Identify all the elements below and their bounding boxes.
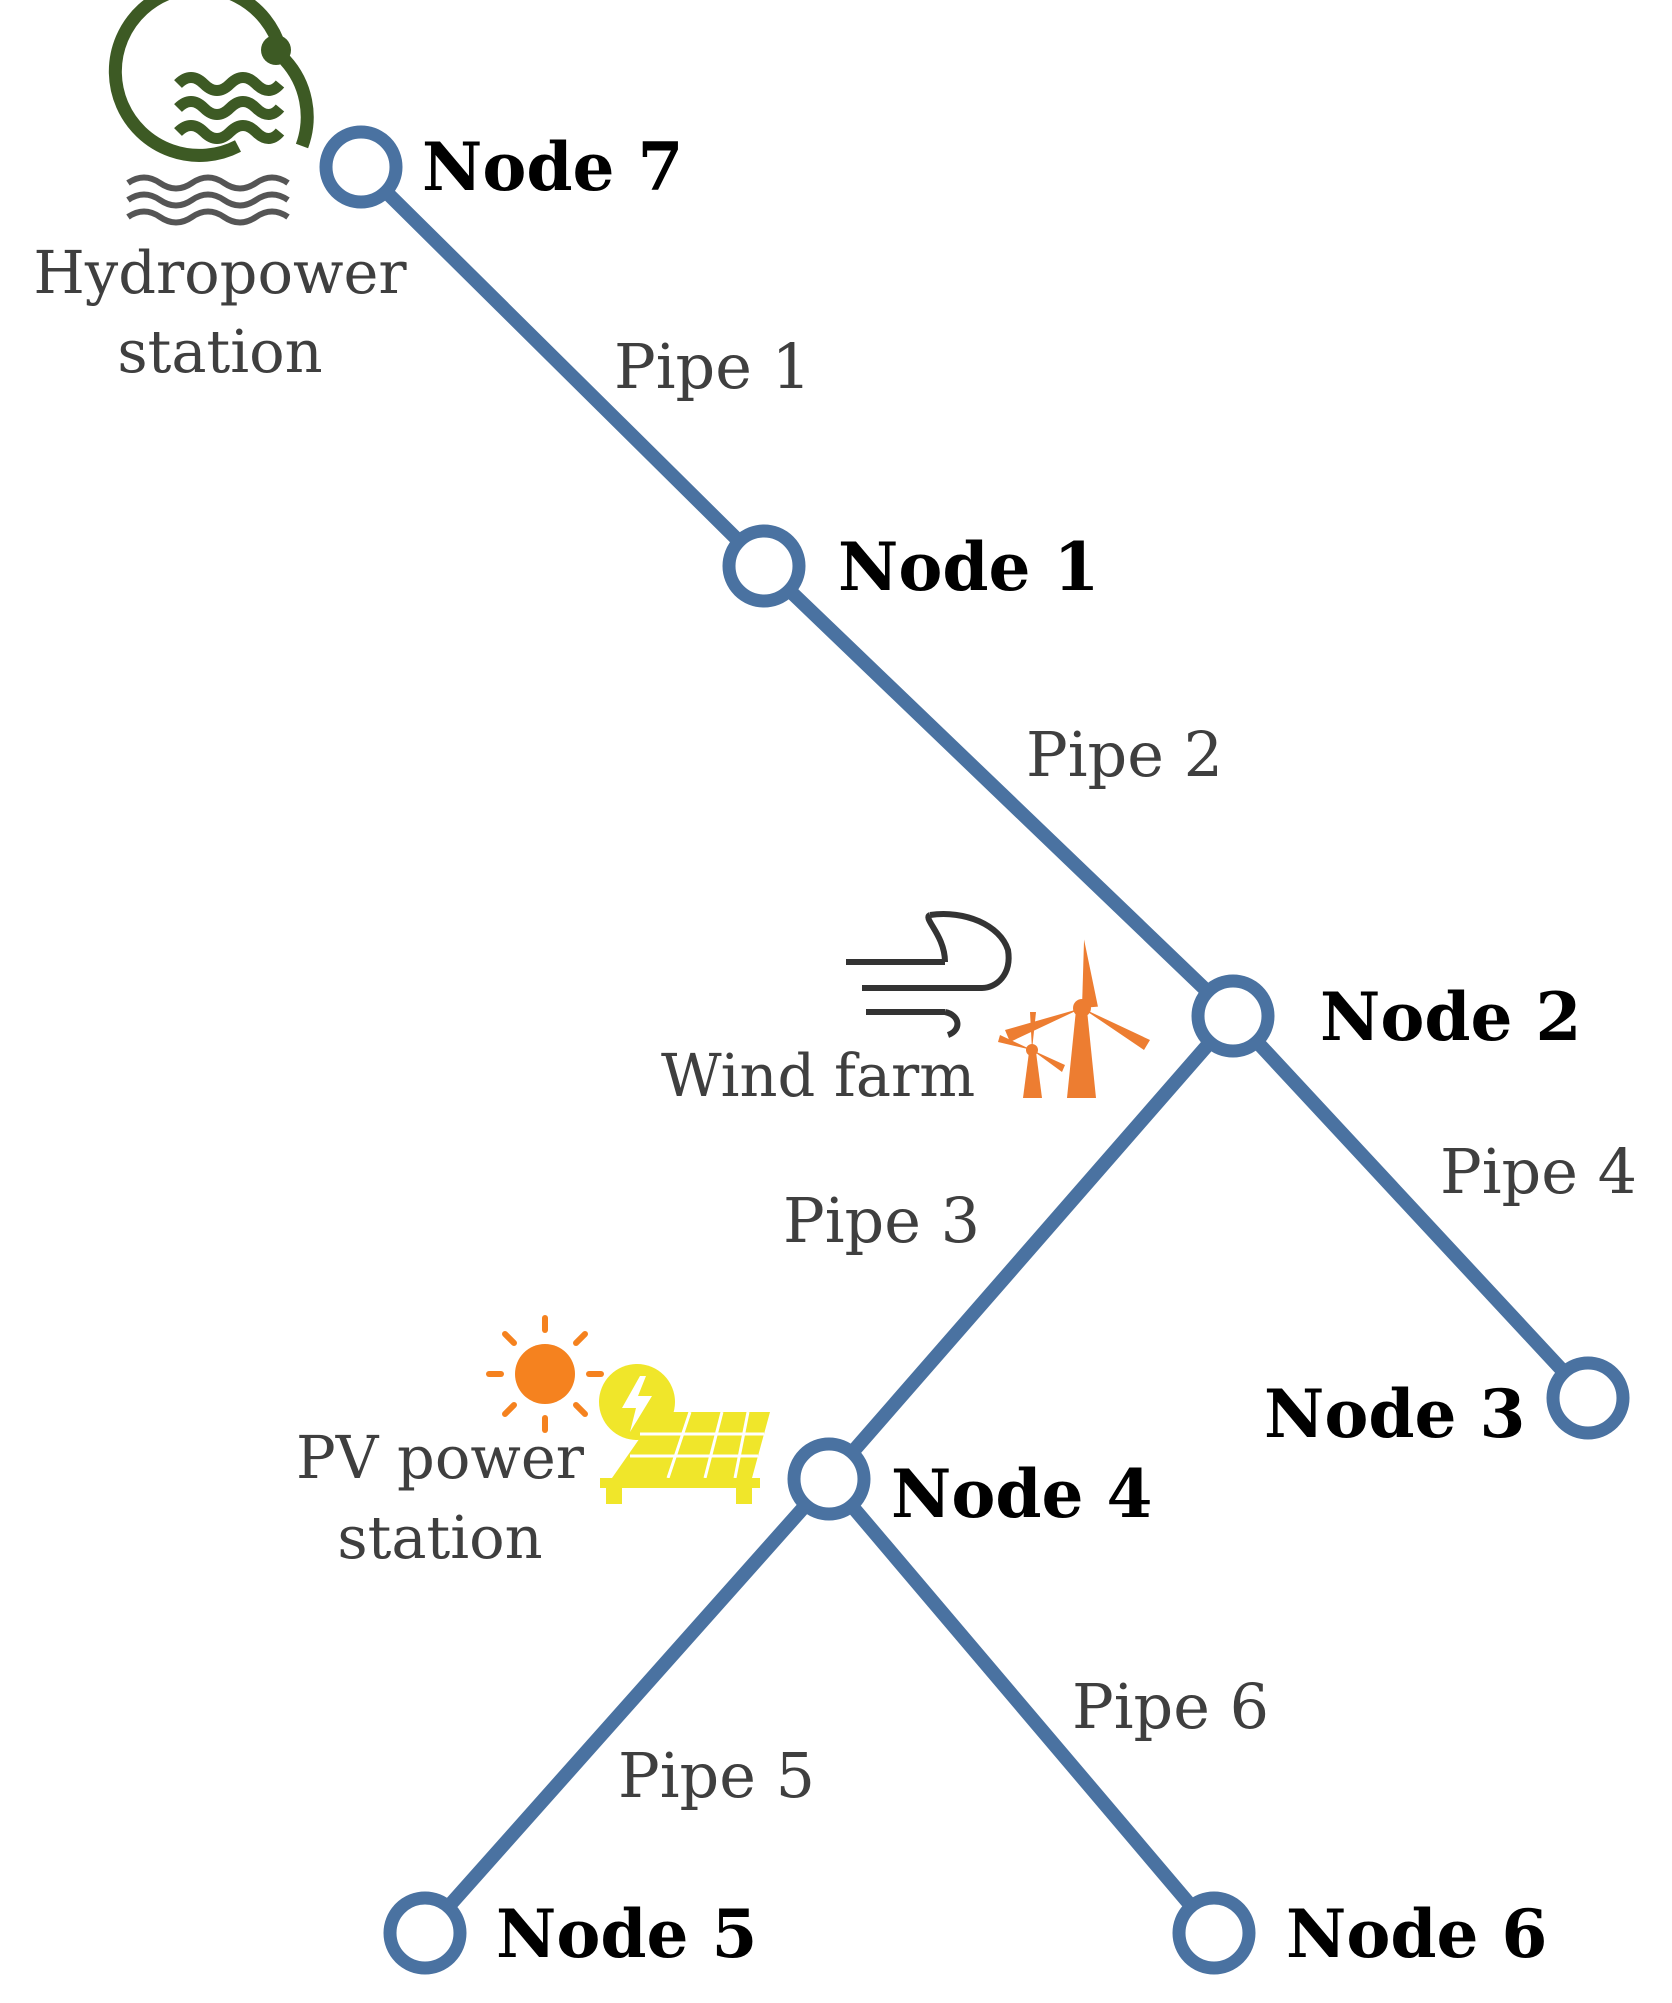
wind-turbine-icon [998,939,1150,1098]
node-labels: Node 7 Node 1 Node 2 Node 3 Node 4 Node … [422,128,1581,1973]
node-4-circle [787,1437,871,1521]
solar-panel-icon [599,1364,770,1504]
hydropower-icon [108,0,314,226]
pv-label-line2: station [337,1503,542,1572]
hydropower-label-line1: Hydropower [33,238,407,307]
pipe-2-label: Pipe 2 [1026,718,1223,791]
node-3-circle [1546,1356,1630,1440]
node-6-circle [1172,1891,1256,1975]
sun-icon [486,1315,604,1433]
node-7-circle [319,125,403,209]
node-6-label: Node 6 [1286,1895,1547,1973]
pipe-2-line [757,559,1240,1023]
node-5-label: Node 5 [496,1895,757,1973]
node-4-label: Node 4 [891,1455,1152,1533]
pipe-6-label: Pipe 6 [1072,1670,1269,1743]
node-1-label: Node 1 [838,528,1099,606]
wind-farm-label: Wind farm [661,1041,975,1110]
pipe-3-line [822,1009,1240,1486]
pipe-4-line [1226,1009,1595,1405]
nodes [319,125,1630,1975]
node-5-circle [383,1891,467,1975]
pipe-6-line [822,1472,1221,1940]
pipes [354,160,1595,1940]
hydropower-label-line2: station [117,317,322,386]
pipe-labels: Pipe 1 Pipe 2 Pipe 3 Pipe 4 Pipe 5 Pipe … [614,330,1637,1812]
pipe-1-label: Pipe 1 [614,330,811,403]
pipe-3-label: Pipe 3 [783,1184,980,1257]
pipe-4-label: Pipe 4 [1440,1135,1637,1208]
node-1-circle [722,524,806,608]
node-2-circle [1191,974,1275,1058]
node-2-label: Node 2 [1320,978,1581,1056]
wind-icon [846,911,1012,1038]
pipe-1-line [354,160,771,573]
node-7-label: Node 7 [422,128,683,206]
pipe-5-line [418,1472,836,1940]
pipe-5-label: Pipe 5 [618,1739,815,1812]
node-3-label: Node 3 [1264,1375,1525,1453]
pv-label-line1: PV power [296,1423,585,1492]
